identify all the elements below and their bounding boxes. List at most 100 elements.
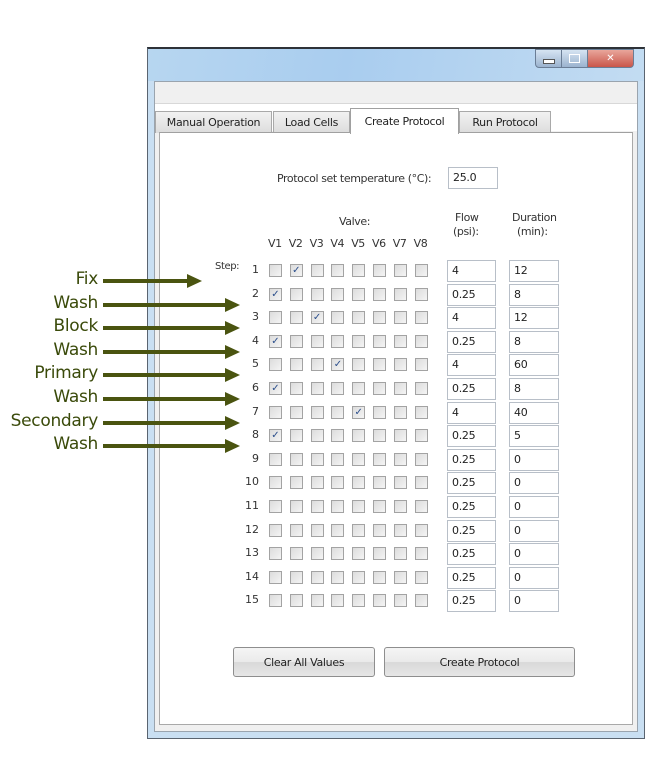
flow-input[interactable]: 0.25: [447, 378, 496, 400]
duration-input[interactable]: 0: [509, 543, 559, 566]
valve-checkbox-v5[interactable]: [352, 594, 366, 608]
clear-all-values-button[interactable]: Clear All Values: [233, 647, 375, 677]
flow-input[interactable]: 0.25: [447, 543, 496, 566]
duration-input[interactable]: 0: [509, 519, 559, 542]
valve-checkbox-v1[interactable]: ✓: [269, 334, 282, 348]
valve-checkbox-v5[interactable]: [352, 334, 366, 348]
valve-checkbox-v2[interactable]: [289, 500, 303, 513]
valve-checkbox-v8[interactable]: [414, 382, 428, 395]
valve-checkbox-v5[interactable]: [352, 452, 366, 466]
valve-checkbox-v3[interactable]: [310, 382, 324, 395]
valve-checkbox-v1[interactable]: [269, 594, 282, 608]
flow-input[interactable]: 0.25: [447, 519, 496, 542]
duration-input[interactable]: 0: [509, 566, 559, 589]
valve-checkbox-v8[interactable]: [414, 523, 428, 537]
valve-checkbox-v6[interactable]: [373, 358, 386, 372]
title-bar[interactable]: ✕: [148, 49, 644, 81]
valve-checkbox-v4[interactable]: [331, 264, 345, 277]
valve-checkbox-v7[interactable]: [393, 523, 407, 537]
valve-checkbox-v1[interactable]: [269, 405, 282, 419]
valve-checkbox-v6[interactable]: [373, 594, 386, 608]
valve-checkbox-v2[interactable]: [289, 547, 303, 561]
valve-checkbox-v4[interactable]: [331, 523, 345, 537]
valve-checkbox-v7[interactable]: [393, 334, 407, 348]
maximize-button[interactable]: [562, 49, 588, 68]
valve-checkbox-v2[interactable]: [289, 476, 303, 490]
valve-checkbox-v6[interactable]: [373, 405, 386, 419]
valve-checkbox-v6[interactable]: [373, 570, 386, 584]
valve-checkbox-v1[interactable]: [269, 523, 282, 537]
valve-checkbox-v3[interactable]: [310, 405, 324, 419]
flow-input[interactable]: 0.25: [447, 425, 496, 448]
valve-checkbox-v7[interactable]: [393, 287, 407, 301]
valve-checkbox-v6[interactable]: [373, 523, 386, 537]
valve-checkbox-v4[interactable]: [331, 547, 345, 561]
valve-checkbox-v1[interactable]: ✓: [269, 287, 282, 301]
duration-input[interactable]: 12: [509, 260, 559, 282]
valve-checkbox-v5[interactable]: [352, 476, 366, 490]
valve-checkbox-v2[interactable]: [289, 594, 303, 608]
flow-input[interactable]: 4: [447, 354, 496, 377]
valve-checkbox-v8[interactable]: [414, 476, 428, 490]
valve-checkbox-v4[interactable]: [331, 429, 345, 443]
duration-input[interactable]: 0: [509, 448, 559, 471]
valve-checkbox-v1[interactable]: [269, 500, 282, 513]
valve-checkbox-v6[interactable]: [373, 476, 386, 490]
valve-checkbox-v6[interactable]: [373, 334, 386, 348]
valve-checkbox-v3[interactable]: [310, 358, 324, 372]
valve-checkbox-v6[interactable]: [373, 311, 386, 325]
valve-checkbox-v4[interactable]: [331, 570, 345, 584]
valve-checkbox-v8[interactable]: [414, 570, 428, 584]
valve-checkbox-v6[interactable]: [373, 287, 386, 301]
valve-checkbox-v2[interactable]: [289, 311, 303, 325]
valve-checkbox-v4[interactable]: [331, 594, 345, 608]
valve-checkbox-v1[interactable]: [269, 311, 282, 325]
valve-checkbox-v8[interactable]: [414, 594, 428, 608]
valve-checkbox-v8[interactable]: [414, 311, 428, 325]
valve-checkbox-v4[interactable]: ✓: [331, 358, 345, 372]
valve-checkbox-v5[interactable]: [352, 547, 366, 561]
valve-checkbox-v4[interactable]: [331, 405, 345, 419]
valve-checkbox-v7[interactable]: [393, 311, 407, 325]
duration-input[interactable]: 12: [509, 307, 559, 330]
valve-checkbox-v2[interactable]: [289, 382, 303, 395]
duration-input[interactable]: 0: [509, 496, 559, 518]
valve-checkbox-v2[interactable]: [289, 287, 303, 301]
valve-checkbox-v2[interactable]: [289, 523, 303, 537]
flow-input[interactable]: 4: [447, 401, 496, 424]
tab-create-protocol[interactable]: Create Protocol: [350, 108, 459, 134]
valve-checkbox-v2[interactable]: [289, 570, 303, 584]
valve-checkbox-v4[interactable]: [331, 287, 345, 301]
tab-load-cells[interactable]: Load Cells: [273, 111, 350, 133]
flow-input[interactable]: 0.25: [447, 566, 496, 589]
valve-checkbox-v1[interactable]: [269, 264, 282, 277]
valve-checkbox-v1[interactable]: ✓: [269, 382, 282, 395]
flow-input[interactable]: 0.25: [447, 330, 496, 353]
duration-input[interactable]: 8: [509, 283, 559, 306]
valve-checkbox-v3[interactable]: [310, 287, 324, 301]
valve-checkbox-v6[interactable]: [373, 500, 386, 513]
duration-input[interactable]: 0: [509, 472, 559, 495]
valve-checkbox-v7[interactable]: [393, 264, 407, 277]
flow-input[interactable]: 0.25: [447, 283, 496, 306]
valve-checkbox-v5[interactable]: [352, 382, 366, 395]
duration-input[interactable]: 5: [509, 425, 559, 448]
flow-input[interactable]: 4: [447, 307, 496, 330]
valve-checkbox-v8[interactable]: [414, 334, 428, 348]
valve-checkbox-v1[interactable]: [269, 570, 282, 584]
valve-checkbox-v5[interactable]: [352, 570, 366, 584]
valve-checkbox-v5[interactable]: [352, 500, 366, 513]
close-button[interactable]: ✕: [588, 49, 634, 68]
valve-checkbox-v8[interactable]: [414, 287, 428, 301]
tab-run-protocol[interactable]: Run Protocol: [459, 111, 551, 133]
valve-checkbox-v8[interactable]: [414, 500, 428, 513]
valve-checkbox-v7[interactable]: [393, 382, 407, 395]
valve-checkbox-v2[interactable]: [289, 334, 303, 348]
valve-checkbox-v1[interactable]: ✓: [269, 429, 282, 443]
valve-checkbox-v5[interactable]: [352, 311, 366, 325]
flow-input[interactable]: 4: [447, 260, 496, 282]
flow-input[interactable]: 0.25: [447, 590, 496, 613]
valve-checkbox-v3[interactable]: [310, 429, 324, 443]
valve-checkbox-v7[interactable]: [393, 570, 407, 584]
valve-checkbox-v7[interactable]: [393, 358, 407, 372]
